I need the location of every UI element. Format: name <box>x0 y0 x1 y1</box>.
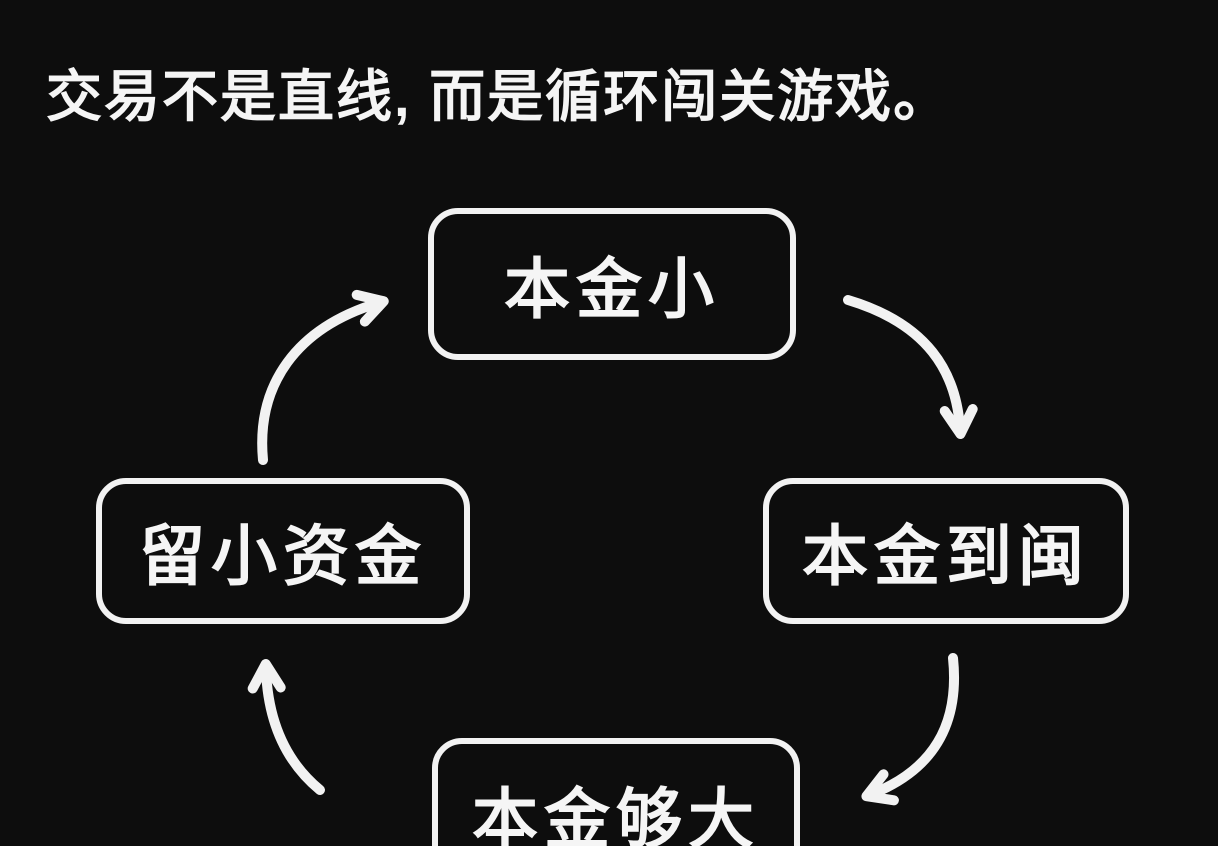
node-keep-small-funds: 留小资金 <box>96 478 470 624</box>
node-capital-small-label: 本金小 <box>504 252 720 326</box>
node-capital-big-enough: 本金够大 <box>432 738 800 846</box>
node-capital-small: 本金小 <box>428 208 796 360</box>
diagram-title: 交易不是直线, 而是循环闯关游戏。 <box>46 65 952 128</box>
arrow-right-to-bottom-icon <box>861 653 959 806</box>
node-capital-big-enough-label: 本金够大 <box>472 782 760 846</box>
arrow-left-to-top-icon <box>257 289 389 465</box>
node-keep-small-funds-label: 留小资金 <box>139 519 427 593</box>
arrow-bottom-to-left-icon <box>247 659 325 795</box>
node-capital-threshold: 本金到闽 <box>763 478 1129 624</box>
node-capital-threshold-label: 本金到闽 <box>802 519 1090 593</box>
arrow-top-to-right-icon <box>843 295 978 439</box>
